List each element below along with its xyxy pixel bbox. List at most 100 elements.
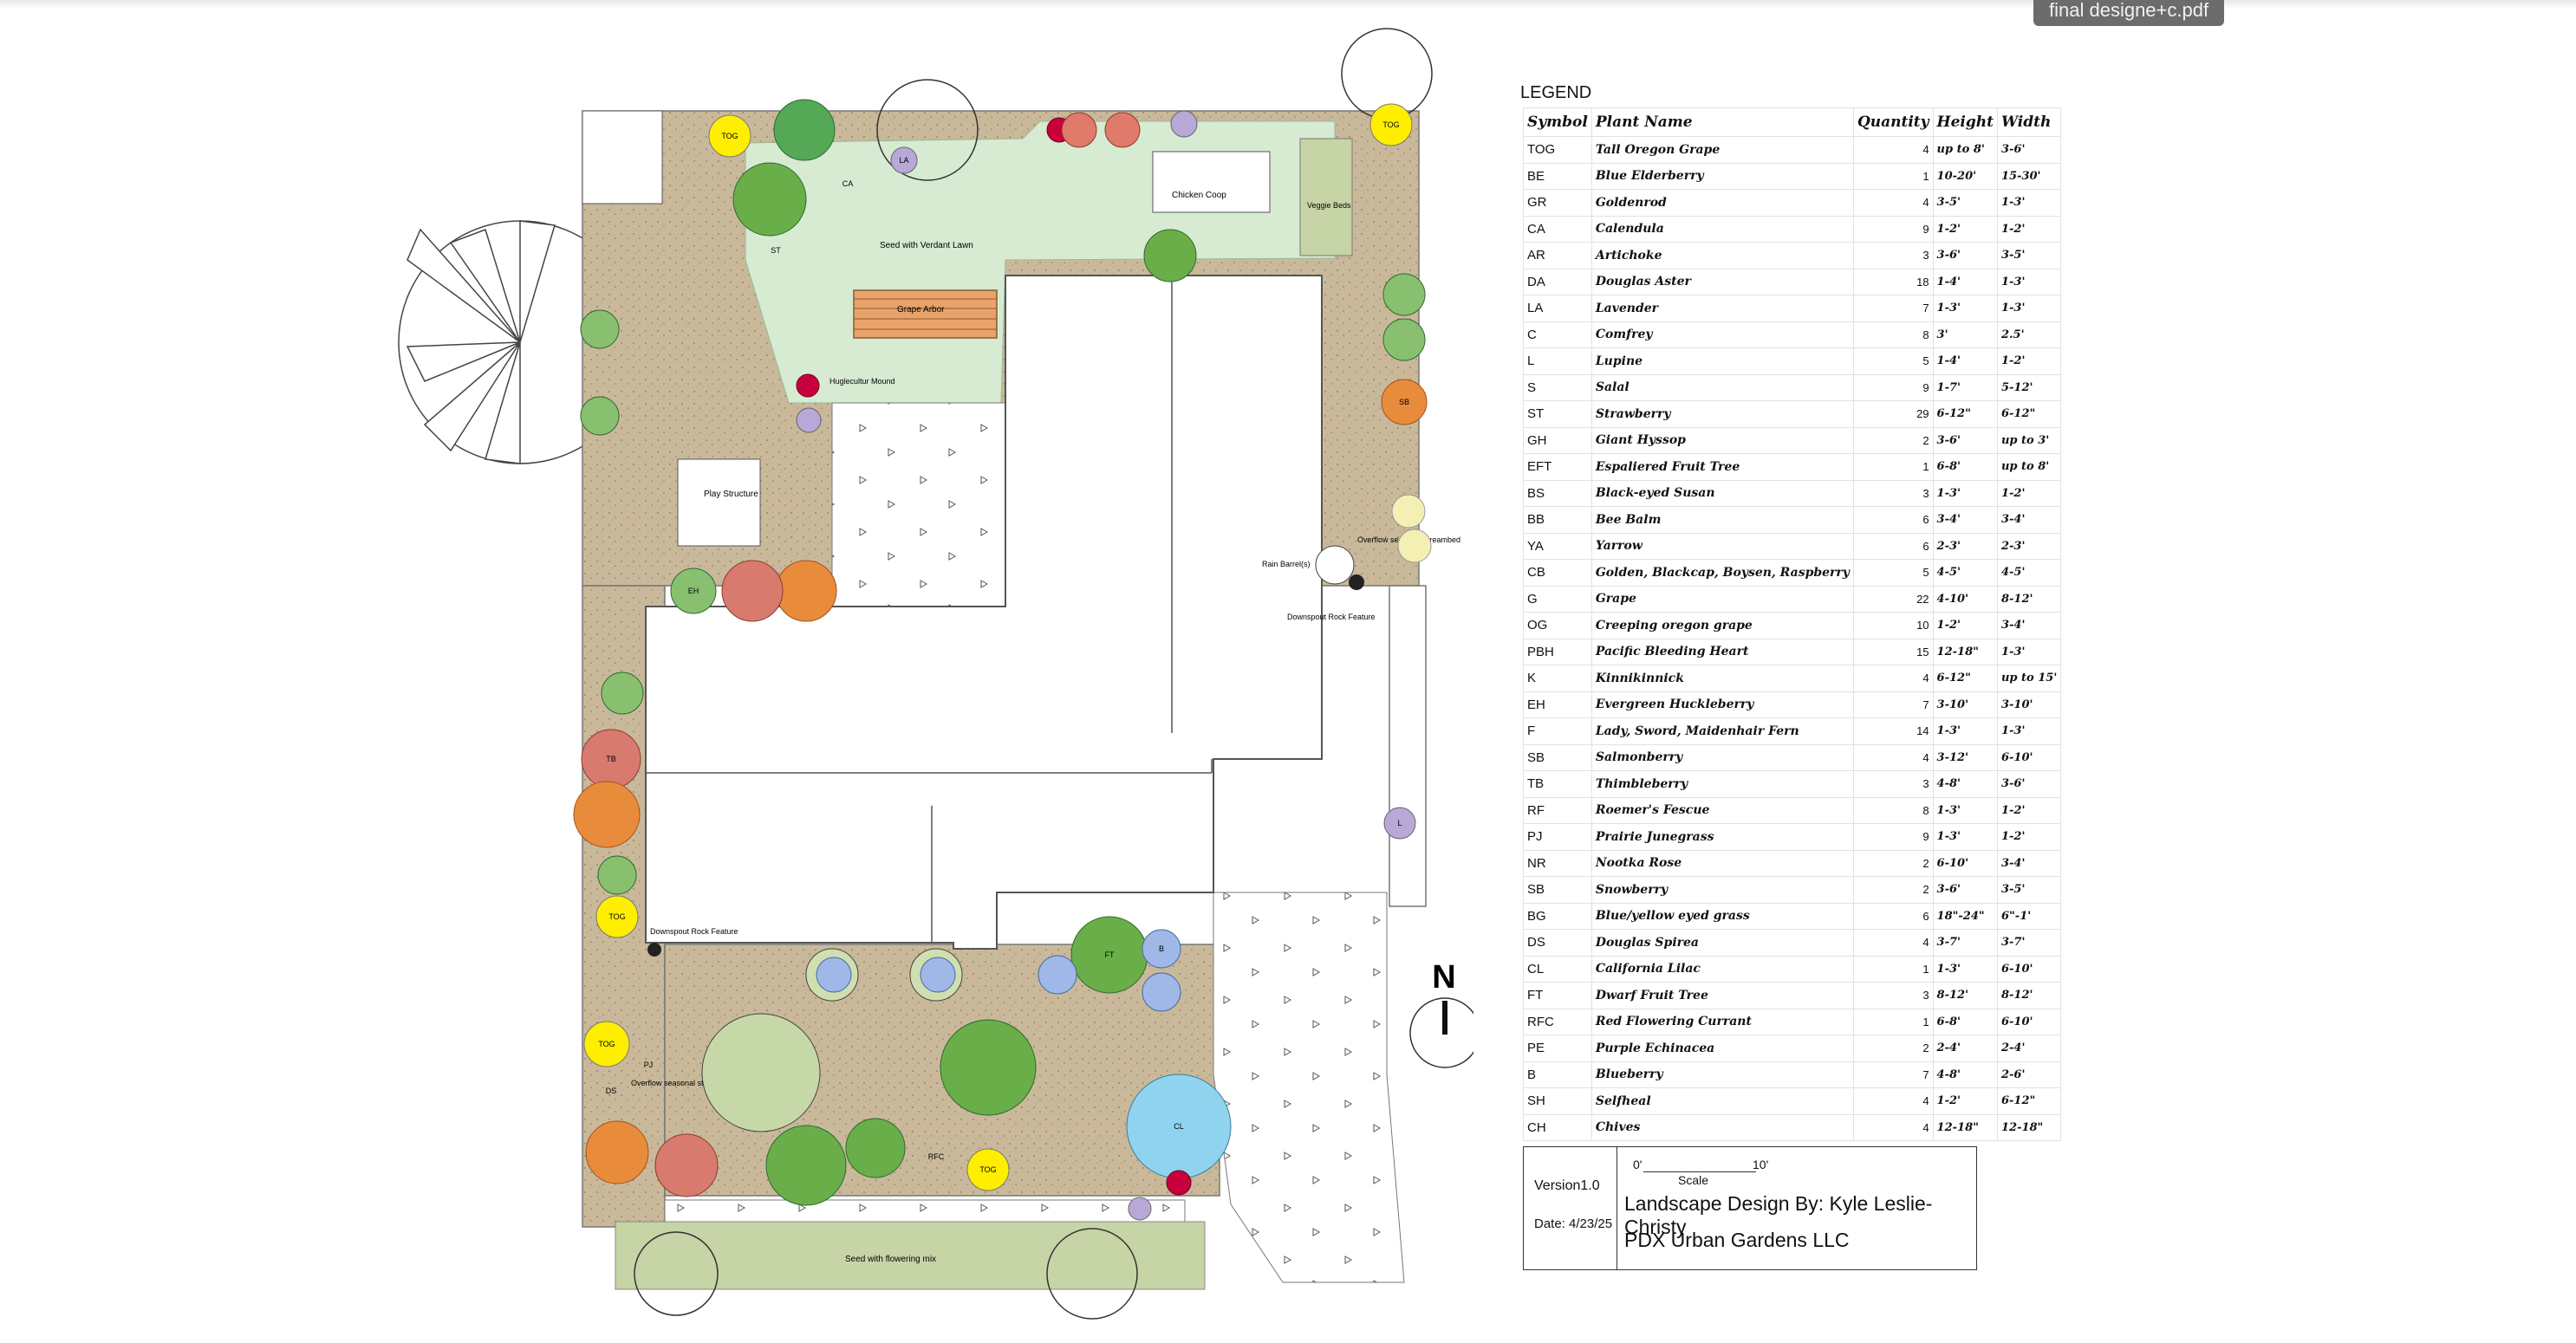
legend-quantity: 2 (1852, 426, 1934, 454)
file-name-tab[interactable]: final designe+c.pdf (2033, 0, 2225, 26)
legend-symbol: DA (1523, 268, 1592, 295)
lawn-label: Seed with Verdant Lawn (880, 241, 973, 250)
grape-arbor-label: Grape Arbor (897, 305, 945, 315)
legend-plant-name: Nootka Rose (1590, 849, 1854, 877)
legend-width: 6"-1' (1996, 902, 2062, 930)
designer-credit: Landscape Design By: Kyle Leslie-Christy (1624, 1192, 1933, 1238)
legend-height: 1-3' (1932, 823, 1998, 851)
legend-height: 1-3' (1932, 955, 1998, 983)
legend-quantity: 4 (1852, 1087, 1934, 1115)
legend-plant-name: Espaliered Fruit Tree (1590, 453, 1854, 481)
legend-plant-name: Golden, Blackcap, Boysen, Raspberry (1590, 559, 1854, 587)
north-compass: N (1409, 959, 1473, 1068)
legend-width: 1-3' (1996, 189, 2062, 217)
legend-plant-name: Selfheal (1590, 1087, 1854, 1115)
scale-bar: 0' 10' Scale (1633, 1158, 1945, 1187)
legend-width: 6-12" (1996, 1087, 2062, 1115)
legend-symbol: RFC (1523, 1008, 1592, 1035)
title-block: Version1.0 Date: 4/23/25 0' 10' Scale La… (1523, 1146, 1977, 1270)
legend-plant-name: Bee Balm (1590, 506, 1854, 534)
legend-symbol: FT (1523, 982, 1592, 1009)
legend-symbol: L (1523, 347, 1592, 375)
legend-width: up to 3' (1996, 426, 2062, 454)
legend-plant-name: Blue/yellow eyed grass (1590, 902, 1854, 930)
legend-quantity: 1 (1852, 453, 1934, 481)
legend-quantity: 3 (1852, 982, 1934, 1009)
legend-plant-name: Creeping oregon grape (1590, 612, 1854, 639)
legend-plant-name: Lady, Sword, Maidenhair Fern (1590, 717, 1854, 745)
svg-text:TB: TB (606, 755, 616, 763)
legend-height: 3-7' (1932, 929, 1998, 957)
legend-width: 6-10' (1996, 743, 2062, 771)
svg-text:PJ: PJ (644, 1061, 654, 1069)
legend-height: 1-2' (1932, 1087, 1998, 1115)
legend-width: 2-3' (1996, 532, 2062, 560)
legend-height: 3-6' (1932, 242, 1998, 269)
legend-width: 1-3' (1996, 717, 2062, 745)
legend-symbol: AR (1523, 242, 1592, 269)
legend-plant-name: Kinnikinnick (1590, 665, 1854, 692)
legend-height: 3-4' (1932, 506, 1998, 534)
legend-plant-name: Pacific Bleeding Heart (1590, 638, 1854, 665)
legend-symbol: EH (1523, 691, 1592, 718)
legend-quantity: 10 (1852, 612, 1934, 639)
plant-tags: TOG TOG TOG TOG TOG SB TB EH B L LA CA R… (598, 120, 1409, 1174)
legend-width: 3-6' (1996, 770, 2062, 798)
legend-quantity: 5 (1852, 347, 1934, 375)
legend-width: 6-10' (1996, 1008, 2062, 1035)
chicken-coop-label: Chicken Coop (1172, 191, 1226, 200)
svg-text:TOG: TOG (1382, 120, 1399, 129)
title-block-version-cell: Version1.0 Date: 4/23/25 (1524, 1147, 1617, 1269)
gravel-area-southeast (1213, 892, 1405, 1283)
legend-height: 6-10' (1932, 849, 1998, 877)
legend-plant-name: Yarrow (1590, 532, 1854, 560)
legend-symbol: S (1523, 373, 1592, 401)
legend-height: 4-8' (1932, 1061, 1998, 1088)
legend-width: 1-2' (1996, 479, 2062, 507)
legend-width: 6-10' (1996, 955, 2062, 983)
legend-plant-name: Salal (1590, 373, 1854, 401)
legend-width: 2.5' (1996, 321, 2062, 348)
svg-text:DS: DS (606, 1087, 617, 1095)
legend-quantity: 9 (1852, 373, 1934, 401)
legend-symbol: YA (1523, 532, 1592, 560)
east-side-path (1389, 585, 1427, 907)
legend-plant-name: Salmonberry (1590, 743, 1854, 771)
downspout-rock-right (1349, 574, 1364, 590)
legend-plant-name: Comfrey (1590, 321, 1854, 348)
legend-symbol: K (1523, 665, 1592, 692)
shed-structure (582, 110, 663, 204)
veggie-beds (1299, 138, 1353, 256)
legend-symbol: NR (1523, 849, 1592, 877)
legend-width: 2-4' (1996, 1035, 2062, 1062)
legend-width: 2-6' (1996, 1061, 2062, 1088)
legend-width: 6-12" (1996, 400, 2062, 428)
legend-quantity: 4 (1852, 743, 1934, 771)
svg-text:B: B (1159, 944, 1164, 953)
svg-text:N: N (1432, 959, 1455, 996)
legend-height: 1-4' (1932, 347, 1998, 375)
legend-quantity: 1 (1852, 1008, 1934, 1035)
grape-arbor (853, 289, 998, 339)
legend-width: 15-30' (1996, 162, 2062, 190)
legend-symbol: G (1523, 585, 1592, 613)
legend-col-width: Width (1996, 107, 2062, 137)
legend-symbol: SB (1523, 743, 1592, 771)
version-label: Version1.0 (1534, 1178, 1600, 1193)
svg-text:L: L (1397, 819, 1402, 827)
legend-plant-name: Snowberry (1590, 876, 1854, 904)
legend-plant-name: Black-eyed Susan (1590, 479, 1854, 507)
